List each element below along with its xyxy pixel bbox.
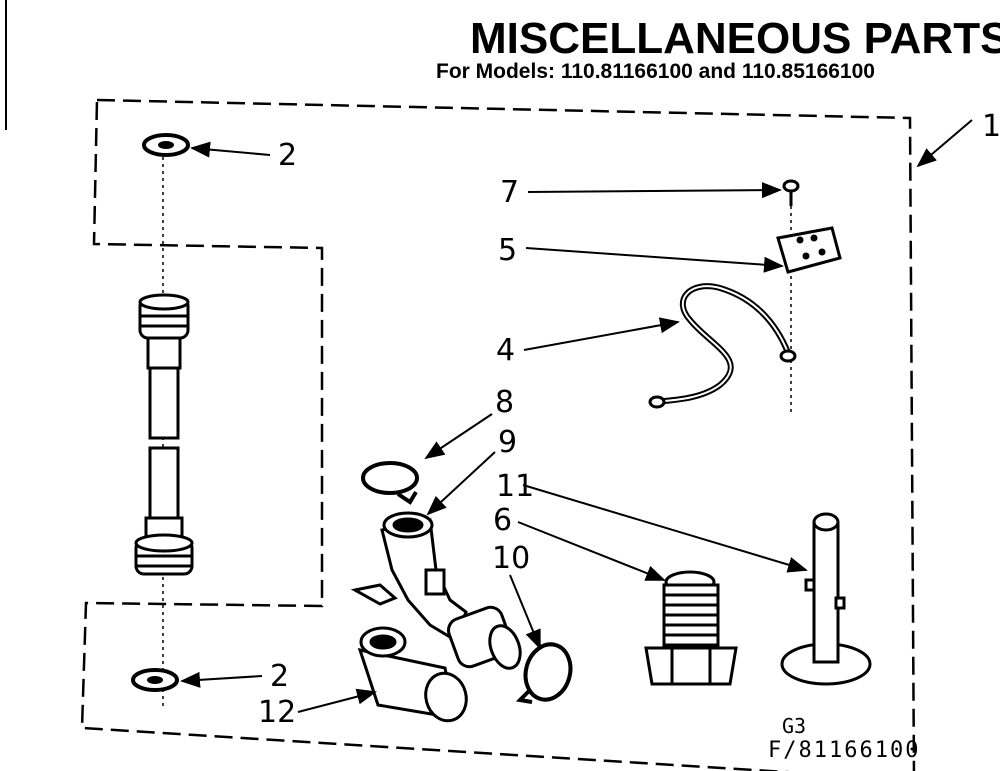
- leader-12: [297, 688, 377, 713]
- assembly-boundary: [80, 98, 916, 771]
- footer-code: G3: [782, 714, 807, 738]
- leader-2-bottom: [180, 671, 263, 688]
- leader-6: [517, 521, 666, 581]
- hose-clamp-top-part: [361, 461, 419, 505]
- callout-11: 11: [496, 469, 534, 504]
- hose-part: [357, 626, 468, 723]
- pump-elbow-part: [350, 511, 522, 670]
- leader-8: [424, 413, 493, 460]
- leader-7: [527, 182, 782, 199]
- leader-9: [426, 451, 496, 516]
- leader-2-top: [190, 141, 271, 158]
- callout-6: 6: [493, 503, 512, 538]
- leader-5: [525, 247, 784, 273]
- callout-8: 8: [495, 385, 514, 420]
- callout-10: 10: [492, 541, 530, 576]
- callout-2-bottom: 2: [270, 659, 289, 694]
- callout-2-top: 2: [278, 138, 297, 173]
- leveling-leg-part: [780, 512, 872, 686]
- drive-shaft-part: [134, 293, 194, 576]
- leader-lines: [180, 119, 973, 713]
- diagram-title: MISCELLANEOUS PARTS: [470, 14, 1000, 63]
- callout-4: 4: [496, 333, 515, 368]
- leader-4: [523, 317, 680, 351]
- screw-part: [782, 179, 800, 206]
- hose-clamp-bottom-part: [515, 642, 573, 704]
- washer-bottom-part: [131, 668, 179, 692]
- callout-1: 1: [982, 109, 1000, 144]
- models-subtitle: For Models: 110.81166100 and 110.8516610…: [436, 60, 875, 83]
- figure-number: F/81166100: [768, 738, 921, 763]
- washer-top-part: [142, 133, 190, 157]
- callout-labels: 1 2 2 7 5 4 8 9 11 6 10 12: [258, 109, 1000, 730]
- callout-5: 5: [498, 233, 517, 268]
- leader-1: [916, 119, 973, 168]
- leader-11: [522, 484, 808, 573]
- drain-fitting-part: [644, 570, 738, 686]
- clip-part: [776, 226, 842, 274]
- callout-9: 9: [498, 425, 517, 460]
- callout-7: 7: [500, 175, 519, 210]
- ground-wire-part: [648, 283, 797, 409]
- callout-12: 12: [258, 695, 296, 730]
- leader-10: [509, 574, 541, 650]
